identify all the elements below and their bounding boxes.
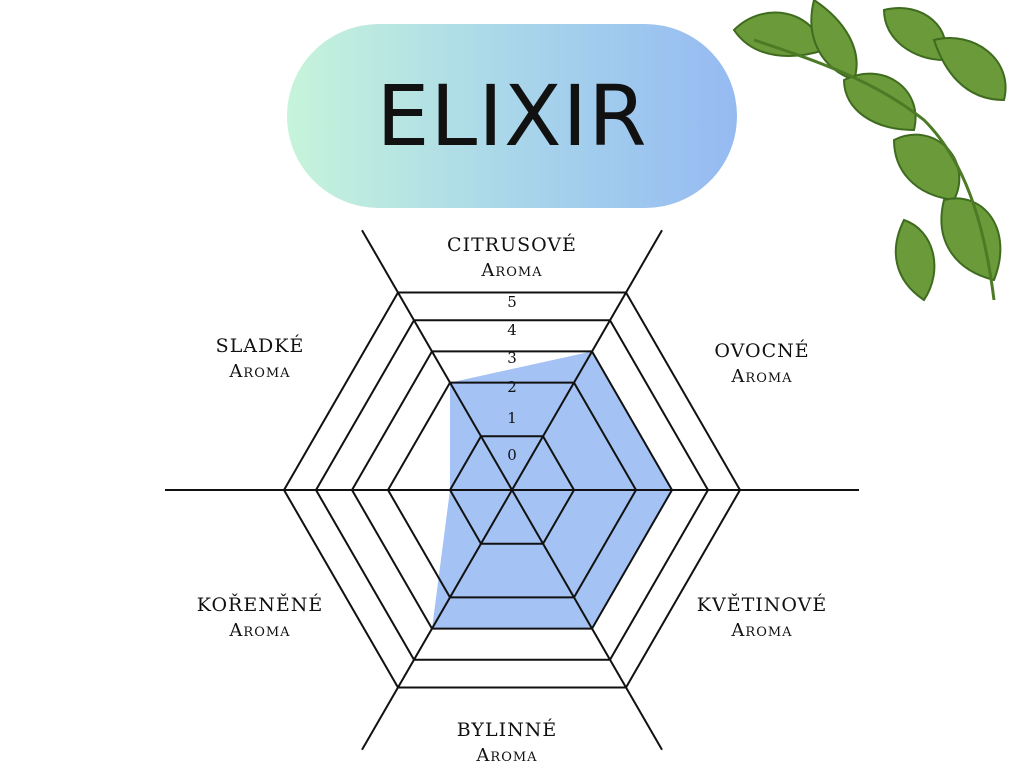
axis-spoke-4: [361, 489, 513, 751]
axis-label-4: KOŘENĚNÉ Aroma: [170, 592, 350, 644]
axis-label-3: BYLINNÉ Aroma: [417, 717, 597, 769]
axis-label-sub: Aroma: [731, 366, 793, 387]
hop-leaves-icon: [732, 0, 1007, 302]
tick-label: 5: [507, 293, 517, 311]
axis-label-name: CITRUSOVÉ: [447, 234, 577, 256]
title-pill: ELIXIR: [287, 24, 737, 208]
axis-label-name: BYLINNÉ: [456, 719, 558, 741]
tick-label: 3: [507, 349, 517, 367]
axis-label-5: SLADKÉ Aroma: [170, 333, 350, 385]
chart-title: ELIXIR: [376, 67, 648, 165]
axis-label-0: CITRUSOVÉ Aroma: [422, 232, 602, 284]
axis-spoke-1: [511, 229, 663, 491]
axis-label-name: SLADKÉ: [215, 335, 305, 357]
axis-label-name: KVĚTINOVÉ: [696, 594, 828, 616]
tick-label: 2: [507, 378, 517, 396]
tick-label: 1: [507, 409, 517, 427]
axis-label-sub: Aroma: [229, 361, 291, 382]
axis-spoke-0: [361, 229, 513, 491]
axis-spoke-3: [511, 489, 663, 751]
axis-label-sub: Aroma: [731, 620, 793, 641]
tick-label: 4: [507, 321, 517, 339]
tick-label: 0: [507, 446, 517, 464]
axis-label-1: OVOCNÉ Aroma: [672, 338, 852, 390]
axis-label-2: KVĚTINOVÉ Aroma: [672, 592, 852, 644]
axis-label-sub: Aroma: [476, 745, 538, 766]
axis-label-name: KOŘENĚNÉ: [196, 594, 324, 616]
axis-label-name: OVOCNÉ: [714, 340, 810, 362]
axis-label-sub: Aroma: [481, 260, 543, 281]
axis-label-sub: Aroma: [229, 620, 291, 641]
